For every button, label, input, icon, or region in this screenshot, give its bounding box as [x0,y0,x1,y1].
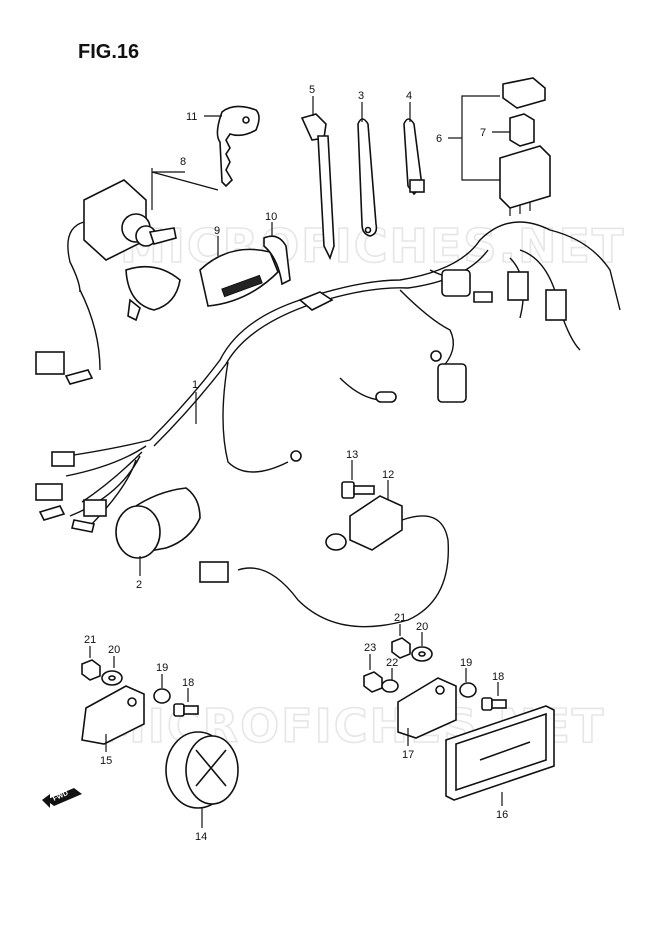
part-18a-screw [173,703,199,717]
callout-1: 1 [192,379,198,391]
callout-5: 5 [309,84,315,96]
part-12-switch [199,495,450,628]
callout-10: 10 [265,211,277,223]
part-4-clamp [403,118,425,196]
part-17-bracket [397,677,457,739]
callout-8: 8 [180,156,186,168]
part-23-nut [363,671,383,693]
part-6-relay-assembly [499,77,551,216]
callout-16: 16 [496,809,508,821]
part-20b-washer [411,646,433,662]
part-16-reflector [445,705,555,801]
callout-4: 4 [406,90,412,102]
part-21a-nut [81,659,101,681]
callout-6: 6 [436,133,442,145]
part-22-washer [381,679,399,693]
part-11-key [216,105,260,188]
part-3-clamp [357,118,378,237]
callout-18-right: 18 [492,671,504,683]
forward-marker: FWD [42,788,82,808]
part-18b-screw [481,697,507,711]
callout-13: 13 [346,449,358,461]
part-19b-washer [459,682,477,698]
part-8-ignition-switch [67,179,181,322]
callout-15: 15 [100,755,112,767]
callout-20-left: 20 [108,644,120,656]
callout-23: 23 [364,642,376,654]
part-2-cap [115,487,201,559]
callout-17: 17 [402,749,414,761]
callout-21-right: 21 [394,612,406,624]
callout-22: 22 [386,657,398,669]
callout-11: 11 [186,111,197,123]
part-5-cable-tie [300,113,335,261]
part-14-lamp [165,731,239,809]
callout-19-right: 19 [460,657,472,669]
part-1-wiring-harness [35,221,621,533]
ignition-connector [35,289,101,385]
part-15-bracket [81,685,145,745]
part-13-bolt [341,481,375,499]
callout-14: 14 [195,831,207,843]
callout-3: 3 [358,90,364,102]
part-19a-washer [153,688,171,704]
figure-title: FIG.16 [78,41,139,63]
part-10-label [263,235,291,286]
part-9-switch-cover [199,248,279,307]
callout-12: 12 [382,469,394,481]
part-21b-nut [391,637,411,659]
callout-7: 7 [480,127,486,139]
callout-19-left: 19 [156,662,168,674]
callout-18-left: 18 [182,677,194,689]
callout-2: 2 [136,579,142,591]
callout-9: 9 [214,225,220,237]
callout-20-right: 20 [416,621,428,633]
callout-21-left: 21 [84,634,96,646]
part-20a-washer [101,670,123,686]
